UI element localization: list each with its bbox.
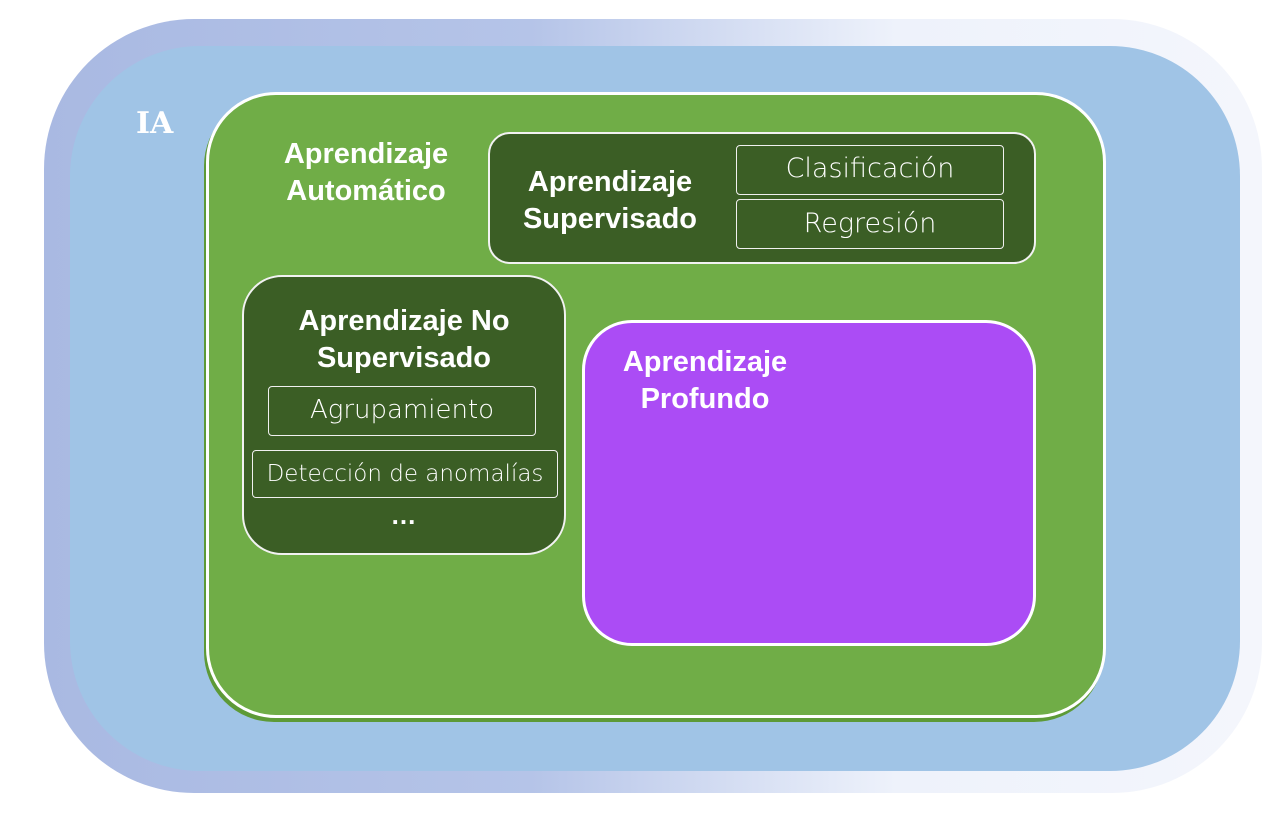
regression-item: Regresión <box>736 199 1004 249</box>
anomaly-detection-item: Detección de anomalías <box>252 450 558 498</box>
machine-learning-title-line1: Aprendizaje <box>283 138 449 170</box>
ia-label: IA <box>136 106 174 141</box>
supervised-title-line2: Supervisado <box>522 203 698 235</box>
deep-learning-region <box>582 320 1036 646</box>
unsupervised-title-line1: Aprendizaje No <box>298 305 510 337</box>
unsupervised-learning-title: Aprendizaje No Supervisado <box>242 303 566 377</box>
more-items-ellipsis: ... <box>391 500 417 530</box>
machine-learning-title: Aprendizaje Automático <box>246 136 486 210</box>
clustering-item: Agrupamiento <box>268 386 536 436</box>
unsupervised-learning-region <box>242 275 566 555</box>
supervised-title-line1: Aprendizaje <box>527 166 693 198</box>
deep-learning-title-line2: Profundo <box>640 383 770 415</box>
classification-item: Clasificación <box>736 145 1004 195</box>
unsupervised-title-line2: Supervisado <box>316 342 492 374</box>
deep-learning-title-line1: Aprendizaje <box>622 346 788 378</box>
supervised-learning-region <box>488 132 1036 264</box>
deep-learning-title: Aprendizaje Profundo <box>600 344 810 418</box>
machine-learning-title-line2: Automático <box>286 175 446 207</box>
supervised-learning-title: Aprendizaje Supervisado <box>500 164 720 238</box>
